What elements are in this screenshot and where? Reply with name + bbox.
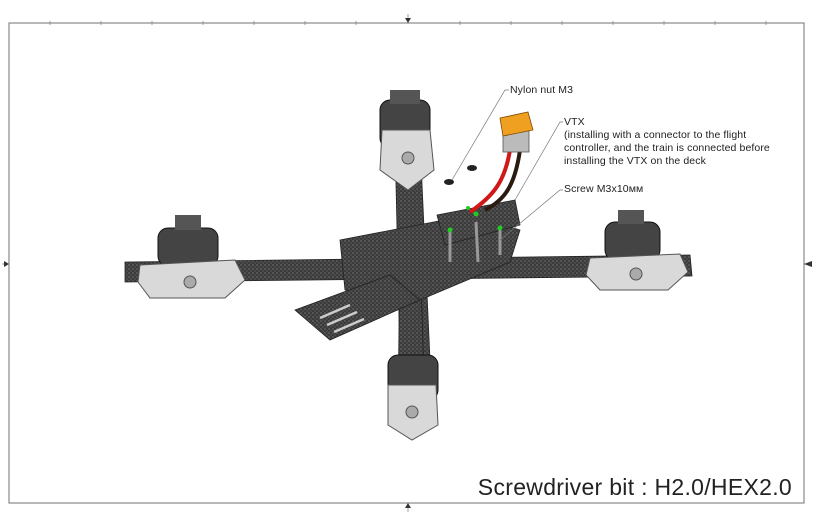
center-mark-top-icon [405,18,411,23]
green-marker-icon [447,206,503,233]
vtx-deck [436,199,521,246]
callout-vtx-title: VTX [564,116,585,128]
callout-vtx-line1: (installing with a connector to the flig… [564,129,747,141]
center-mark-bottom-icon [405,503,411,508]
motor-top [379,90,435,191]
title-block-text: Screwdriver bit : H2.0/HEX2.0 [477,474,792,500]
xt-connector [499,111,534,137]
leader-lines [451,89,563,241]
drawing-frame [2,14,812,512]
motor-right [585,210,689,291]
callout-vtx-line2: controller, and the train is connected b… [564,142,770,154]
callout-vtx-line3: installing the VTX on the deck [564,155,706,167]
drone-frame-illustration [124,89,693,441]
callout-nylon-nut: Nylon nut M3 [510,84,574,96]
nylon-nut-icon [444,165,477,185]
callout-screw: Screw M3x10мм [564,183,644,195]
motor-left [137,215,246,299]
battery-deck [294,274,421,341]
center-mark-left-icon [4,261,9,267]
center-mark-right-icon [804,261,812,267]
motor-bottom [387,354,439,441]
